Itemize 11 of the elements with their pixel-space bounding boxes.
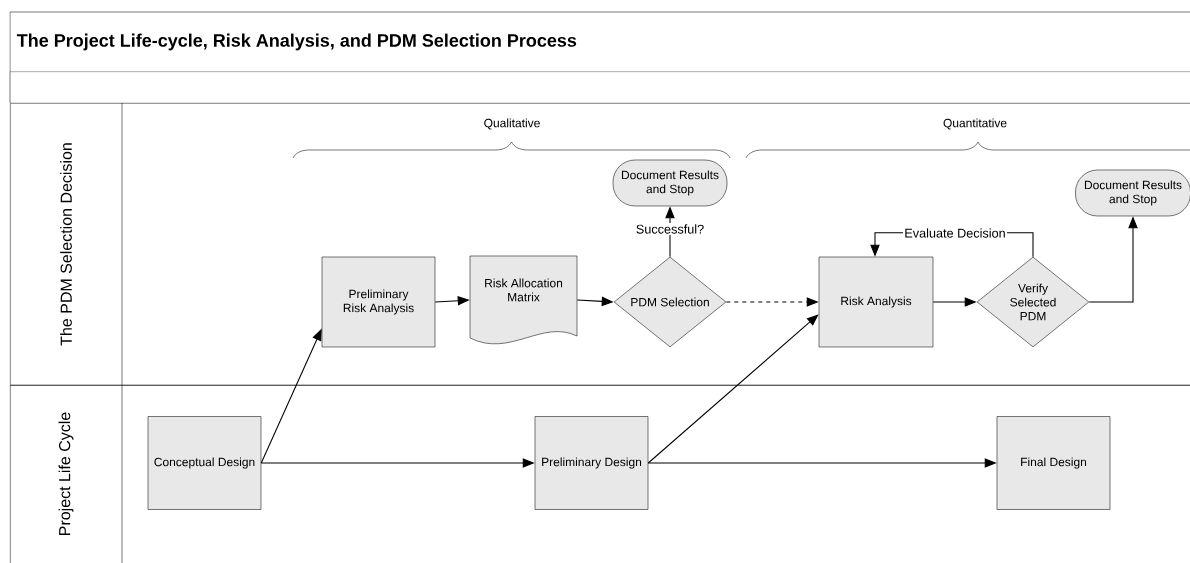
edge-label: Successful? bbox=[636, 224, 704, 234]
process-box: Conceptual Design bbox=[147, 416, 262, 510]
process-box: Preliminary Risk Analysis bbox=[321, 256, 436, 348]
brace-label: Quantitative bbox=[943, 118, 1007, 130]
process-box: Risk Analysis bbox=[818, 256, 934, 348]
edge-label: Evaluate Decision bbox=[905, 228, 1005, 238]
process-box: Final Design bbox=[996, 416, 1111, 510]
process-box: Preliminary Design bbox=[534, 416, 649, 510]
arrow bbox=[647, 314, 819, 464]
brace-label: Qualitative bbox=[484, 118, 540, 130]
title-bar: The Project Life-cycle, Risk Analysis, and PDM Selection Process bbox=[9, 11, 1190, 73]
